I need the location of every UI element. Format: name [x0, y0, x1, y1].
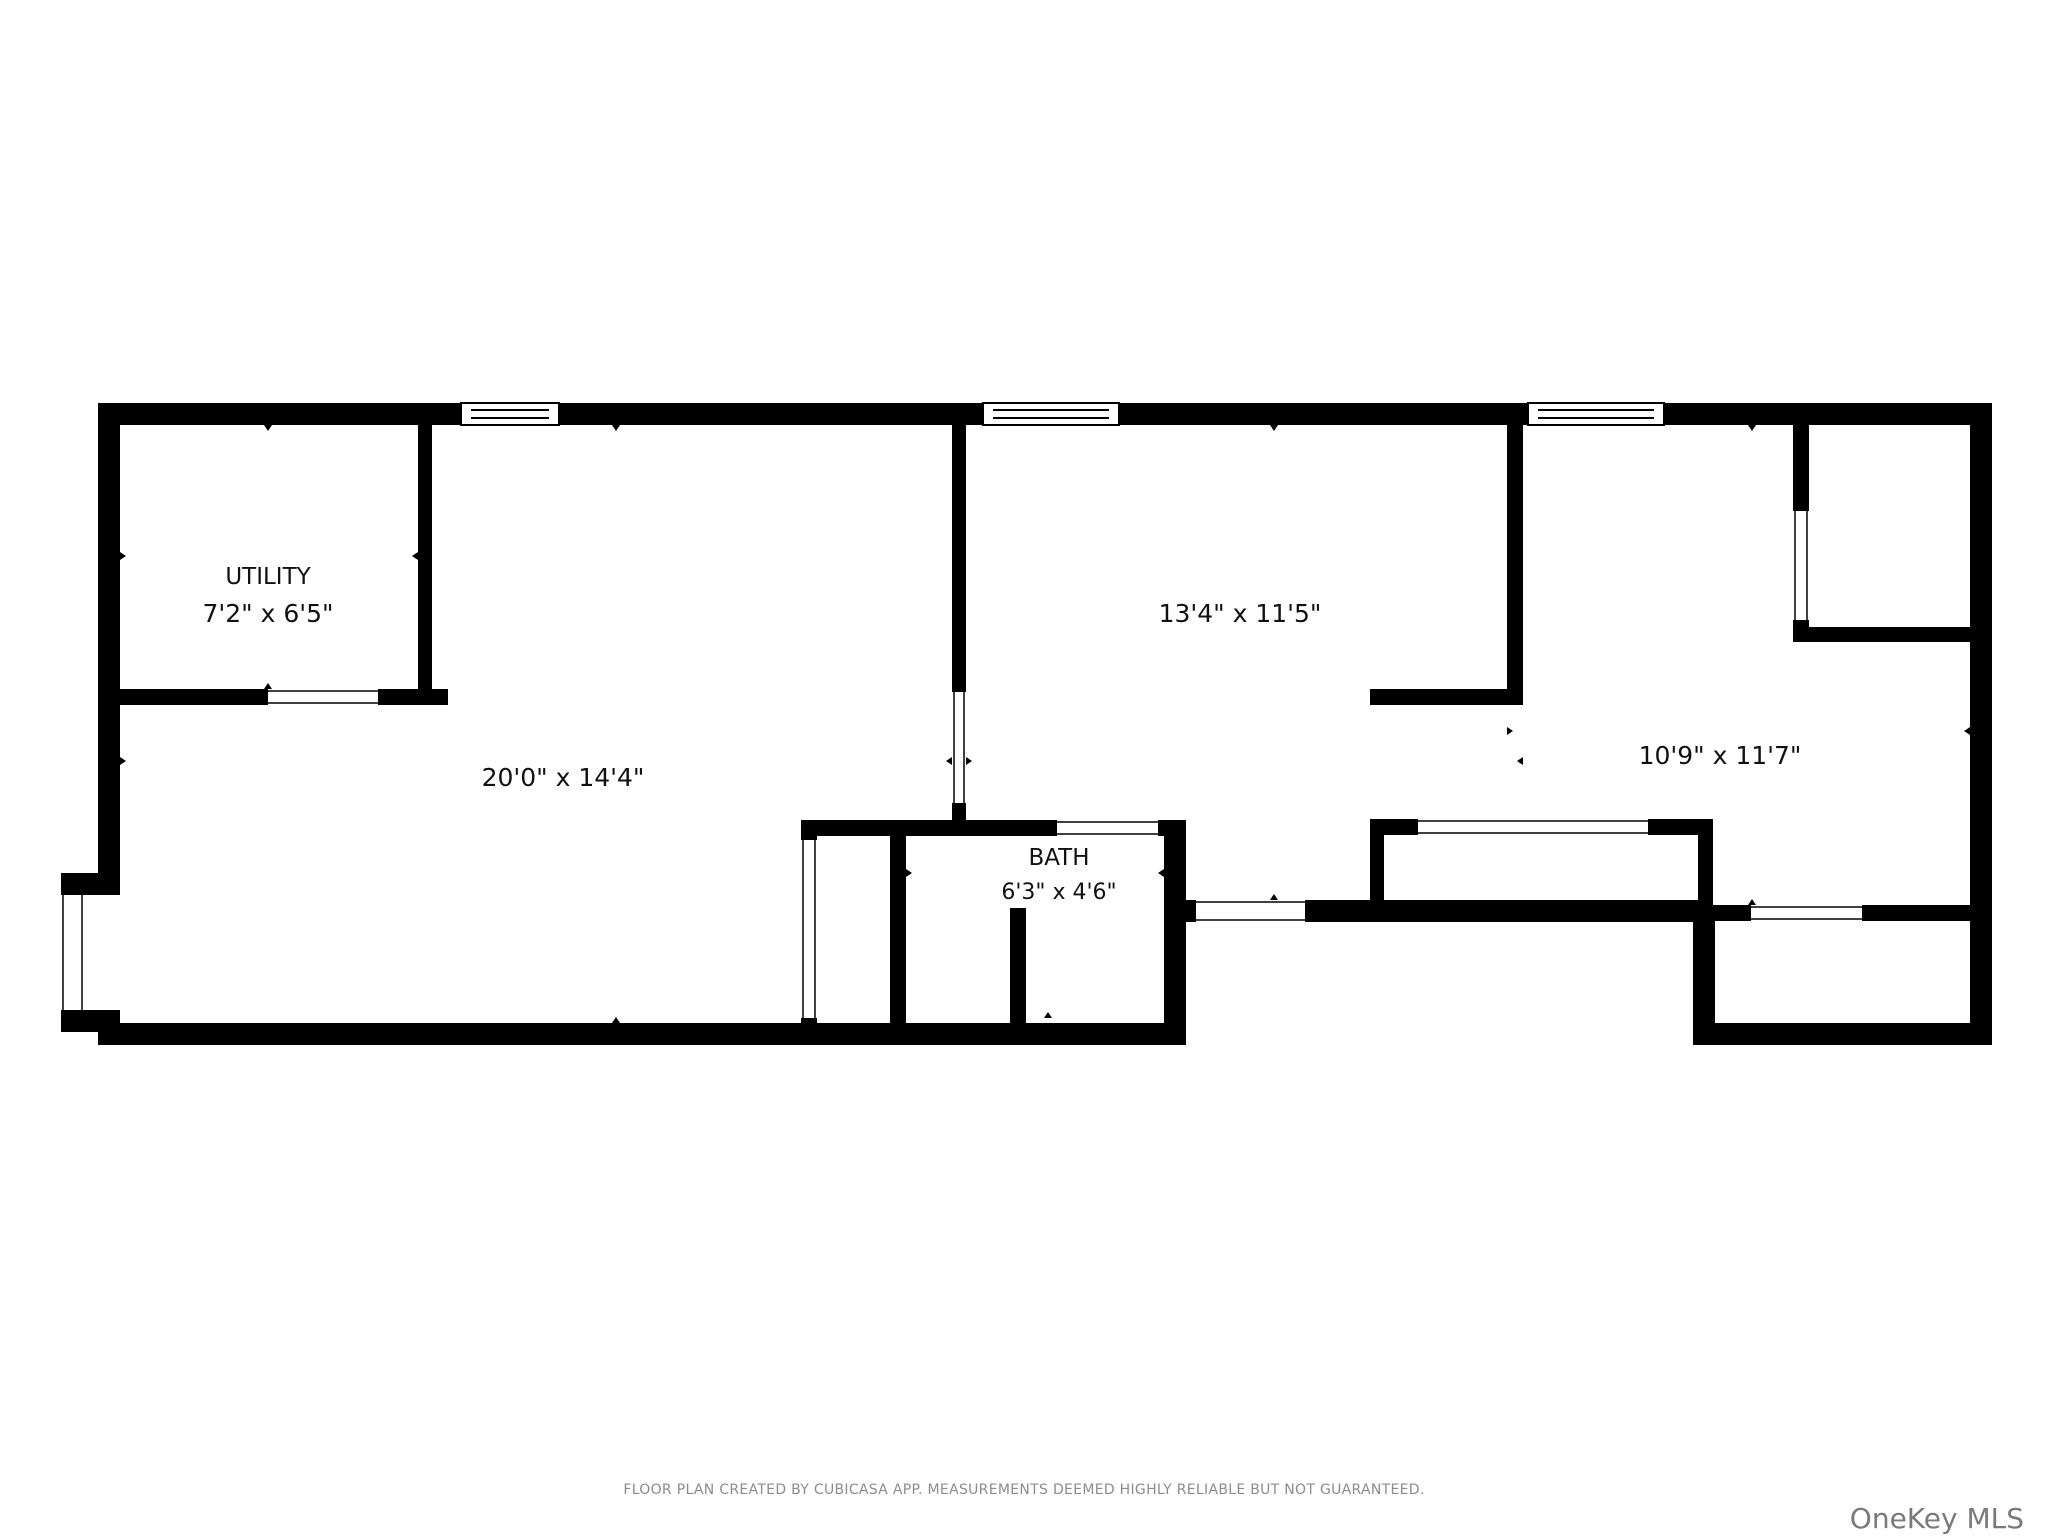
wall-utility-bottom-a	[98, 689, 268, 705]
room-bath-name: BATH	[1028, 845, 1089, 871]
opening-bottom-right	[1751, 906, 1862, 920]
wall-left	[98, 403, 120, 895]
marker-right-top	[1748, 425, 1756, 431]
wall-right-room-bottom-b	[1862, 905, 1992, 921]
wall-right-room-bottom-a	[1693, 905, 1751, 921]
floor-plan-disclaimer: FLOOR PLAN CREATED BY CUBICASA APP. MEAS…	[623, 1482, 1424, 1498]
marker-main-top	[612, 425, 620, 431]
wall-bath-right	[1164, 820, 1186, 1045]
opening-bath-top	[1057, 821, 1158, 835]
wall-box-top-right	[1648, 819, 1713, 835]
opening-closet-tr	[1794, 511, 1808, 620]
windows	[460, 402, 1665, 426]
wall-closet-tr-left	[1793, 403, 1809, 511]
room-labels: UTILITY 7'2" x 6'5" 20'0" x 14'4" 13'4" …	[202, 564, 1801, 905]
wall-bottom-left	[98, 1023, 1186, 1045]
door-openings	[62, 511, 1862, 1018]
wall-right	[1970, 403, 1992, 1045]
wall-center-divider-low	[952, 803, 966, 825]
wall-closet-tr-bottom	[1793, 627, 1992, 642]
wall-closet-left	[801, 820, 817, 840]
marker-middle-right	[1507, 727, 1513, 735]
wall-entry-top	[61, 873, 120, 895]
marker-middle-bottom	[1270, 894, 1278, 900]
marker-main-left	[120, 757, 126, 765]
opening-center	[953, 692, 965, 803]
marker-utility-right	[412, 552, 418, 560]
marker-utility-bottom	[264, 683, 272, 689]
marker-middle-top	[1270, 425, 1278, 431]
marker-bath-right	[1158, 869, 1164, 877]
opening-closet	[802, 840, 816, 1018]
room-main-dimensions: 20'0" x 14'4"	[482, 763, 645, 792]
marker-middle-left	[966, 757, 972, 765]
window-top-left	[460, 402, 560, 426]
wall-bottom-right-left	[1693, 905, 1715, 1045]
room-right-dimensions: 10'9" x 11'7"	[1639, 741, 1802, 770]
marker-right-left	[1517, 757, 1523, 765]
opening-left-entry	[62, 895, 83, 1010]
wall-middle-lower	[1370, 689, 1523, 705]
marker-main-bottom	[612, 1017, 620, 1023]
wall-utility-bottom-b	[378, 689, 448, 705]
marker-utility-top	[264, 425, 272, 431]
marker-utility-left	[120, 552, 126, 560]
wall-closet-left-low	[801, 1018, 817, 1045]
marker-right-right	[1964, 727, 1970, 735]
marker-bath-left	[906, 869, 912, 877]
wall-hall-bottom-a	[1164, 900, 1196, 922]
wall-bottom-right-bottom	[1693, 1023, 1992, 1045]
opening-hall	[1196, 901, 1305, 921]
room-middle-dimensions: 13'4" x 11'5"	[1159, 599, 1322, 628]
window-top-right	[1527, 402, 1665, 426]
opening-box-top	[1418, 820, 1648, 834]
mls-watermark: OneKey MLS	[1850, 1502, 2024, 1535]
wall-box-left	[1370, 819, 1384, 922]
wall-utility-right	[418, 403, 432, 699]
wall-hall-bottom-b	[1305, 900, 1709, 922]
walls	[61, 403, 1992, 1045]
marker-right-bottom	[1748, 899, 1756, 905]
opening-utility	[268, 690, 378, 704]
wall-middle-right	[1507, 403, 1523, 705]
wall-closet-bath-divider	[890, 820, 906, 1026]
room-utility-name: UTILITY	[225, 564, 311, 590]
wall-closet-top	[801, 820, 1057, 836]
dimension-markers	[120, 425, 1970, 1023]
room-utility-dimensions: 7'2" x 6'5"	[202, 599, 333, 628]
window-top-center	[982, 402, 1120, 426]
marker-main-right	[946, 757, 952, 765]
wall-bath-inner	[1010, 908, 1026, 1026]
marker-bath-bottom	[1044, 1012, 1052, 1018]
room-bath-dimensions: 6'3" x 4'6"	[1001, 880, 1116, 905]
wall-box-right	[1698, 819, 1713, 922]
wall-center-divider	[952, 403, 966, 692]
